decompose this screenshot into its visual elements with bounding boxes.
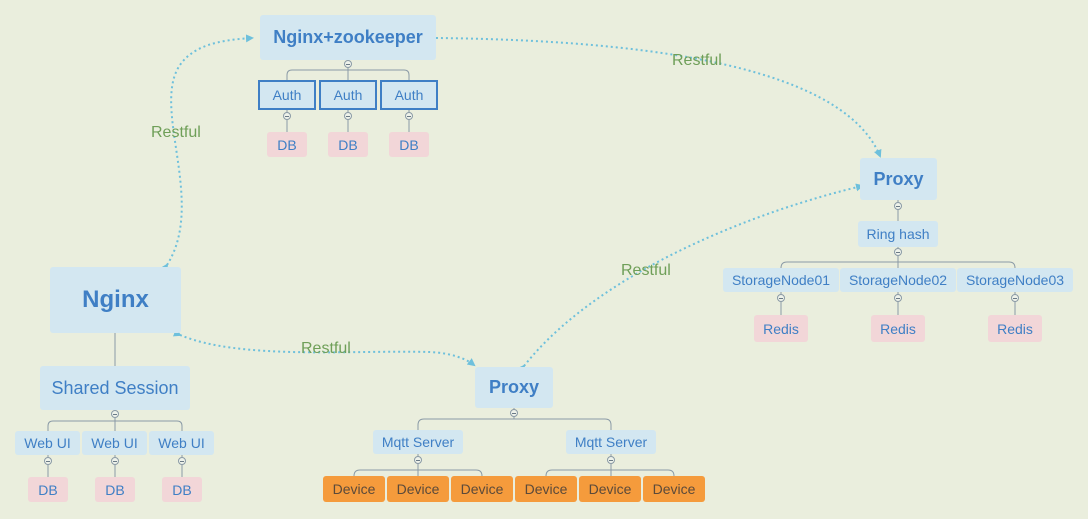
relationship-label[interactable]: Restful <box>672 52 722 69</box>
collapse-icon[interactable] <box>344 112 352 120</box>
device-node[interactable]: Device <box>387 476 449 502</box>
web-ui-node[interactable]: Web UI <box>149 431 214 455</box>
mqtt-server-node[interactable]: Mqtt Server <box>373 430 463 454</box>
ring-hash-node[interactable]: Ring hash <box>858 221 938 247</box>
collapse-icon[interactable] <box>894 294 902 302</box>
redis-node[interactable]: Redis <box>754 315 808 342</box>
nginx-zookeeper-node[interactable]: Nginx+zookeeper <box>260 15 436 60</box>
collapse-icon[interactable] <box>607 456 615 464</box>
device-node[interactable]: Device <box>579 476 641 502</box>
collapse-icon[interactable] <box>344 60 352 68</box>
mqtt-server-node[interactable]: Mqtt Server <box>566 430 656 454</box>
db-node[interactable]: DB <box>95 477 135 502</box>
device-node[interactable]: Device <box>323 476 385 502</box>
collapse-icon[interactable] <box>111 457 119 465</box>
collapse-icon[interactable] <box>894 248 902 256</box>
proxy-node[interactable]: Proxy <box>475 367 553 408</box>
relationship-label[interactable]: Restful <box>151 124 201 141</box>
collapse-icon[interactable] <box>1011 294 1019 302</box>
auth-node[interactable]: Auth <box>258 80 316 110</box>
db-node[interactable]: DB <box>28 477 68 502</box>
collapse-icon[interactable] <box>44 457 52 465</box>
collapse-icon[interactable] <box>414 456 422 464</box>
device-node[interactable]: Device <box>643 476 705 502</box>
device-node[interactable]: Device <box>451 476 513 502</box>
redis-node[interactable]: Redis <box>871 315 925 342</box>
collapse-icon[interactable] <box>283 112 291 120</box>
collapse-icon[interactable] <box>178 457 186 465</box>
web-ui-node[interactable]: Web UI <box>82 431 147 455</box>
auth-node[interactable]: Auth <box>380 80 438 110</box>
db-node[interactable]: DB <box>267 132 307 157</box>
storage-node-03[interactable]: StorageNode03 <box>957 268 1073 292</box>
collapse-icon[interactable] <box>894 202 902 210</box>
proxy-node[interactable]: Proxy <box>860 158 937 200</box>
db-node[interactable]: DB <box>389 132 429 157</box>
relationship-label[interactable]: Restful <box>301 340 351 357</box>
storage-node-02[interactable]: StorageNode02 <box>840 268 956 292</box>
relationship-label[interactable]: Restful <box>621 262 671 279</box>
collapse-icon[interactable] <box>510 409 518 417</box>
redis-node[interactable]: Redis <box>988 315 1042 342</box>
db-node[interactable]: DB <box>328 132 368 157</box>
web-ui-node[interactable]: Web UI <box>15 431 80 455</box>
collapse-icon[interactable] <box>405 112 413 120</box>
auth-node[interactable]: Auth <box>319 80 377 110</box>
device-node[interactable]: Device <box>515 476 577 502</box>
storage-node-01[interactable]: StorageNode01 <box>723 268 839 292</box>
collapse-icon[interactable] <box>111 410 119 418</box>
collapse-icon[interactable] <box>777 294 785 302</box>
db-node[interactable]: DB <box>162 477 202 502</box>
shared-session-node[interactable]: Shared Session <box>40 366 190 410</box>
nginx-node[interactable]: Nginx <box>50 267 181 333</box>
